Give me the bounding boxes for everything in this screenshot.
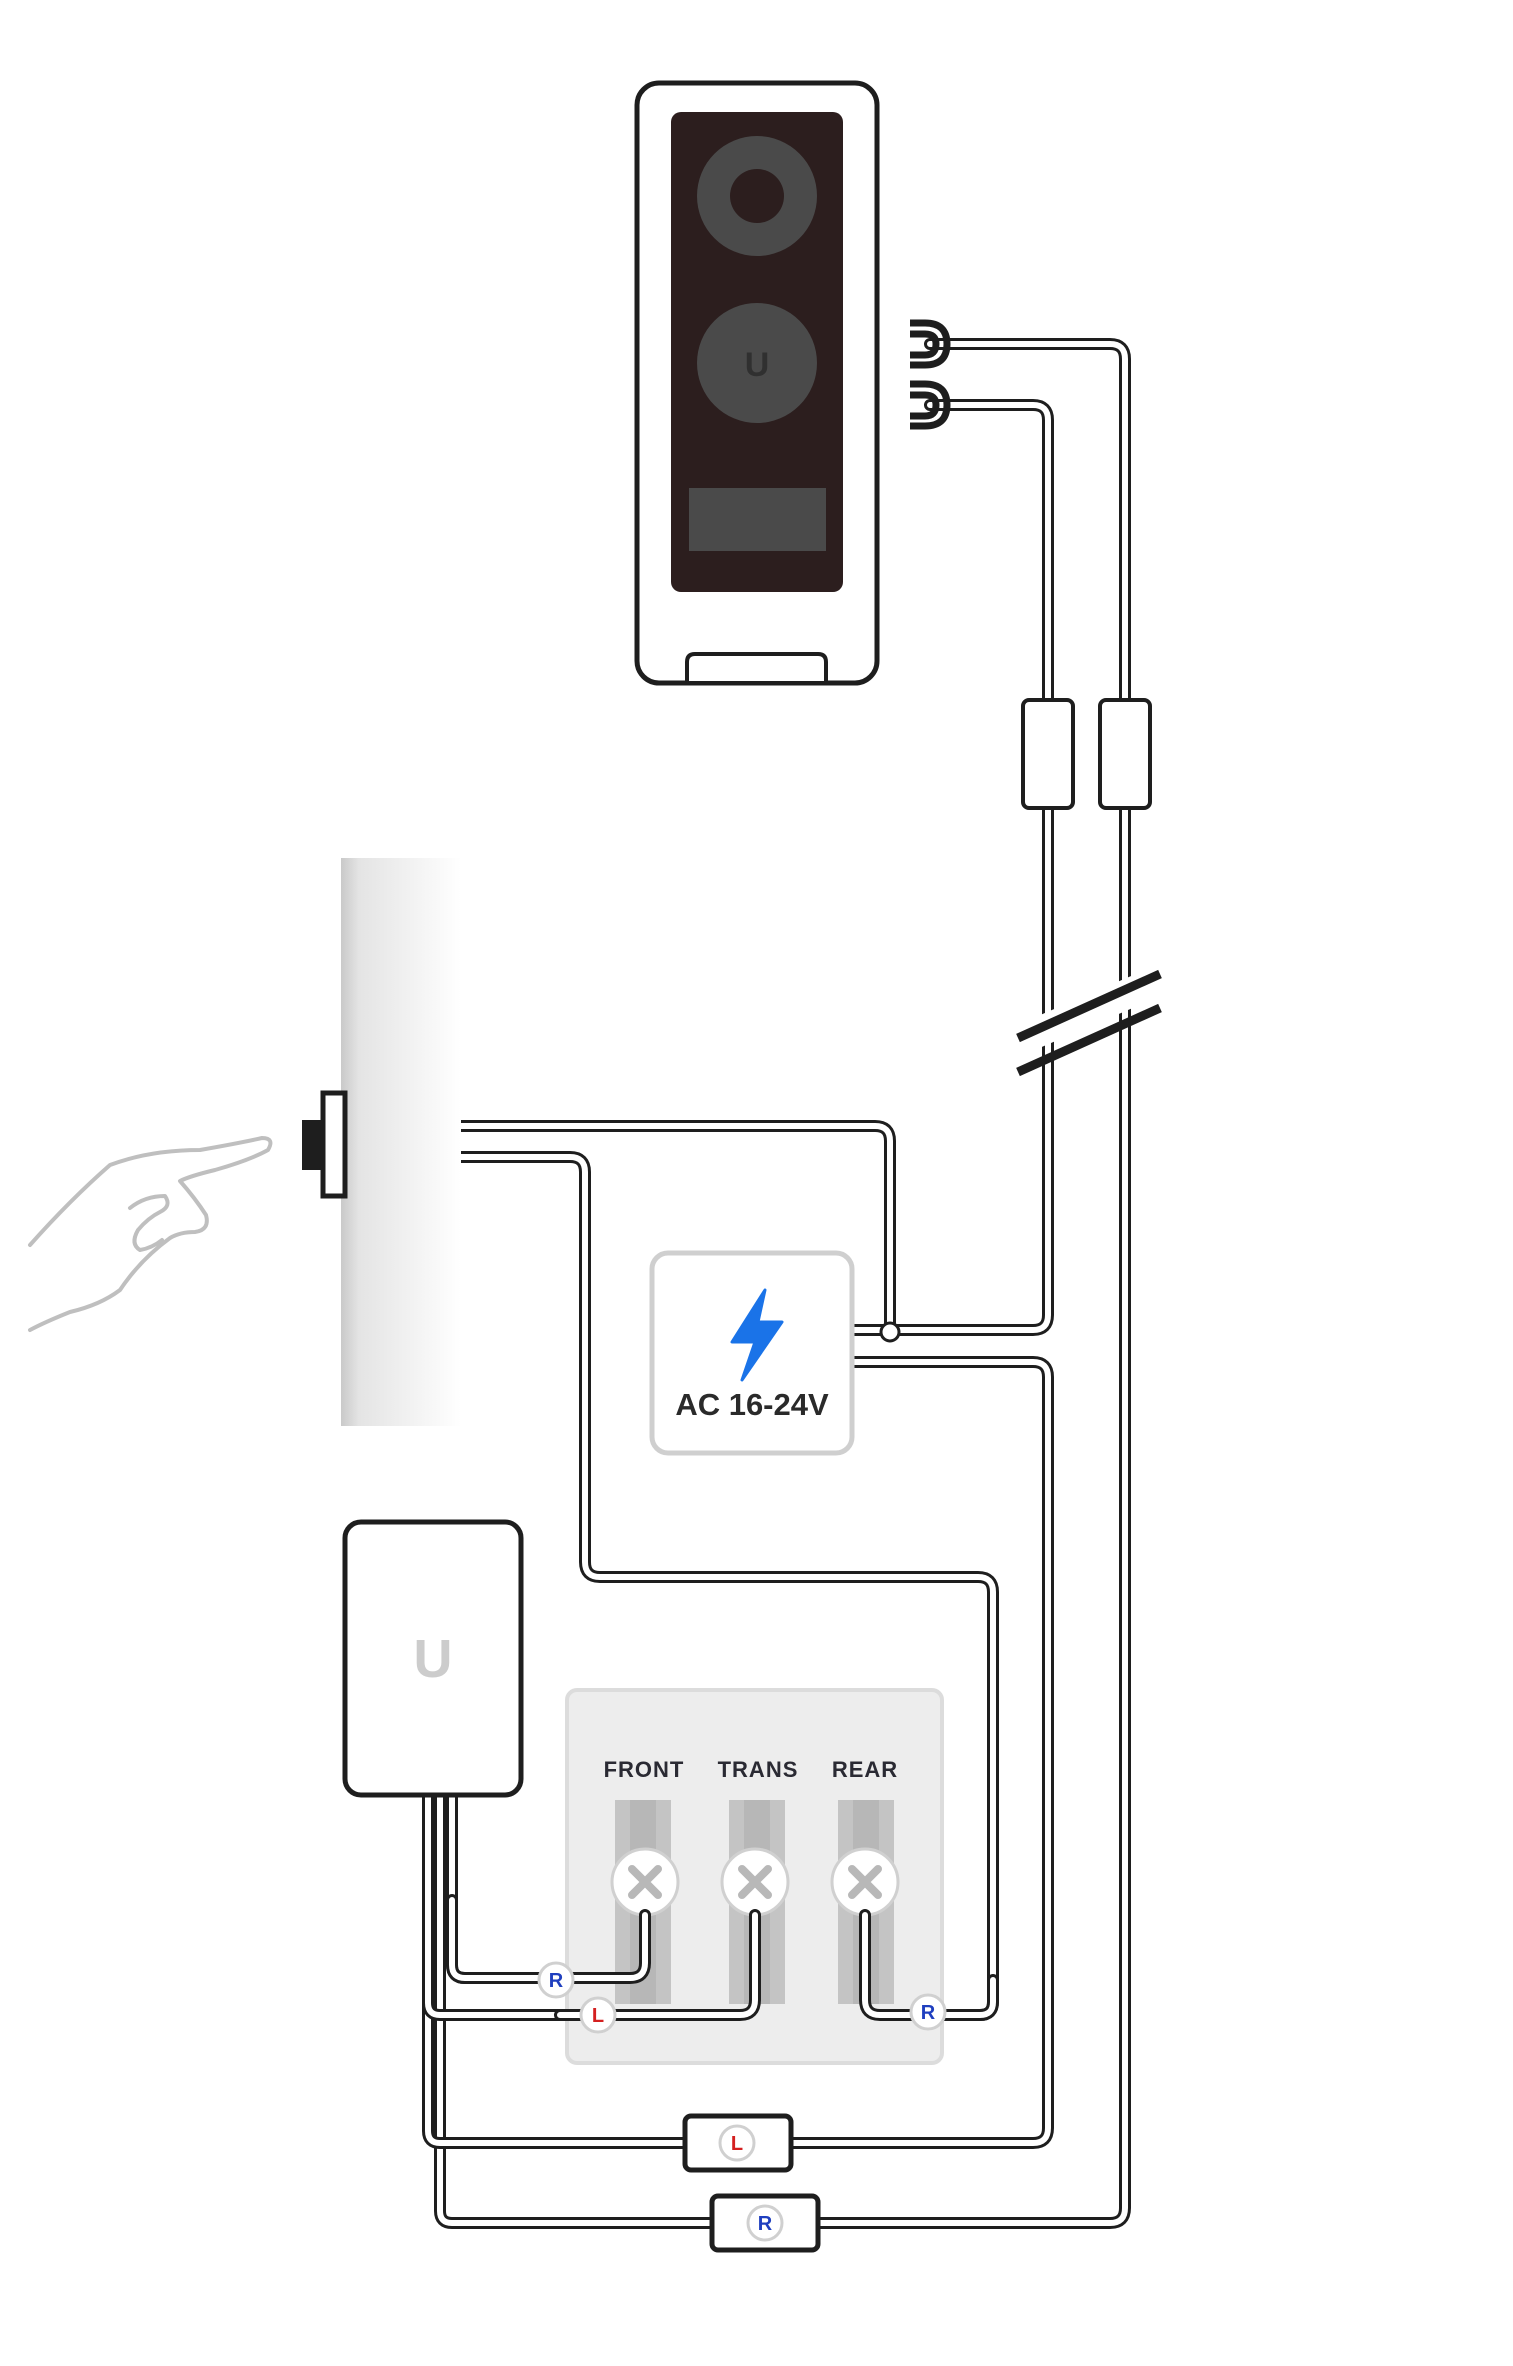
adapter-logo: U xyxy=(414,1629,453,1689)
connector-bottom-R: R xyxy=(709,2193,821,2253)
svg-text:L: L xyxy=(592,2005,604,2027)
chime-terminal-block: FRONT TRANS REAR xyxy=(565,1688,944,2065)
lightning-bolt-icon xyxy=(730,1288,784,1382)
badge-trans-L: L xyxy=(579,1996,617,2034)
connector-bottom-L: L xyxy=(682,2113,794,2173)
wire-break-mark xyxy=(1014,966,1166,1077)
wall xyxy=(341,858,461,1426)
doorbell-base xyxy=(685,652,828,681)
doorbell-button xyxy=(697,303,817,423)
svg-text:R: R xyxy=(549,1970,564,1992)
screw-front xyxy=(610,1847,680,1917)
terminal-label-trans: TRANS xyxy=(718,1757,799,1782)
chime-adapter: U xyxy=(342,1519,524,1798)
terminal-label-rear: REAR xyxy=(832,1757,898,1782)
svg-text:R: R xyxy=(921,2002,936,2024)
badge-front-R: R xyxy=(537,1961,575,1999)
doorbell-terminal-top xyxy=(910,319,951,369)
wire-junction xyxy=(879,1321,901,1343)
inline-connectors xyxy=(1021,698,1152,810)
doorbell-logo: U xyxy=(745,346,770,384)
doorbell-sensor xyxy=(689,488,826,551)
screw-trans xyxy=(720,1847,790,1917)
push-button xyxy=(302,1090,348,1199)
inline-connector-right xyxy=(1098,698,1152,810)
inline-connector-left xyxy=(1021,698,1075,810)
svg-text:L: L xyxy=(731,2133,743,2155)
power-supply: AC 16-24V xyxy=(649,1250,855,1456)
pointing-hand xyxy=(28,1136,273,1332)
terminal-label-front: FRONT xyxy=(604,1757,685,1782)
wire-doorbell-bottom-to-power xyxy=(844,399,1054,1336)
svg-text:R: R xyxy=(758,2213,773,2235)
screw-rear xyxy=(830,1847,900,1917)
doorbell-device: U xyxy=(634,80,951,686)
badge-rear-R: R xyxy=(909,1993,947,2031)
power-supply-label: AC 16-24V xyxy=(675,1387,829,1422)
doorbell-terminal-bottom xyxy=(910,380,951,430)
